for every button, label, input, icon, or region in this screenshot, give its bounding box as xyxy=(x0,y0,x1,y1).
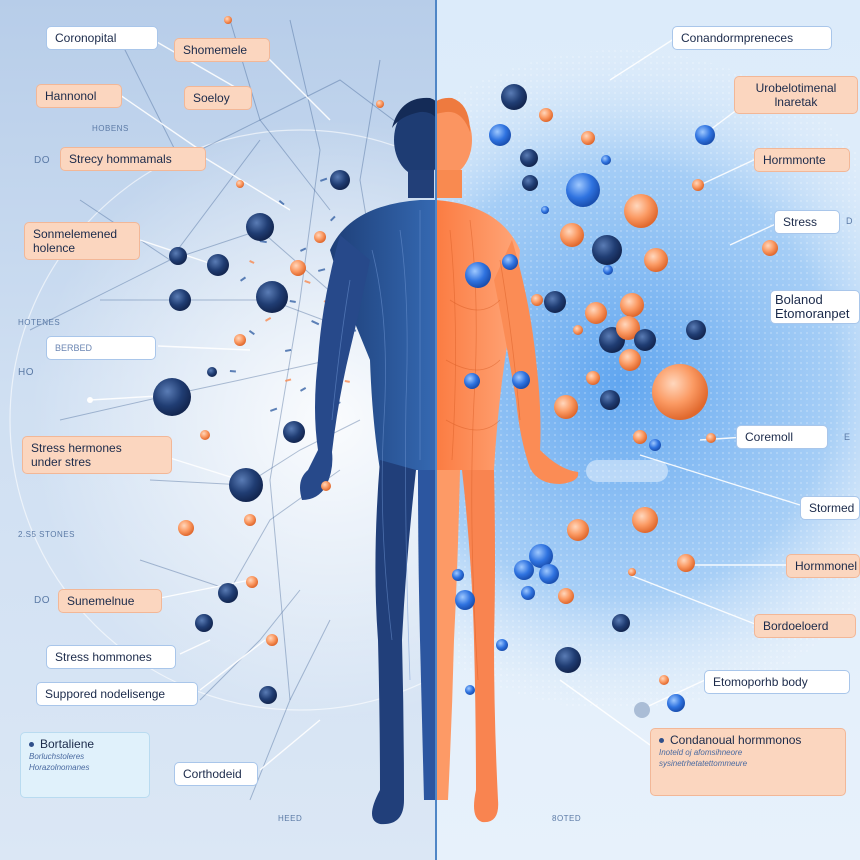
label-heed: HEED xyxy=(278,814,303,823)
label-stress-hermones-line1: Stress hermones xyxy=(31,441,122,455)
label-stress-hermones-line2: under stres xyxy=(31,455,92,469)
label-bordoeloerd: Bordoeloerd xyxy=(754,614,856,638)
info-card-condanoual-title-text: Condanoual hormmonos xyxy=(670,733,802,747)
label-hobens: HOBENS xyxy=(92,124,129,133)
right-highlight-bar xyxy=(586,460,668,482)
label-sunemelnue: Sunemelnue xyxy=(58,589,162,613)
label-stormed: Stormed xyxy=(800,496,860,520)
label-strecy-hommamals: Strecy hommamals xyxy=(60,147,206,171)
info-card-bortaliene-sub1: Borluchstoleres xyxy=(29,752,85,761)
label-urobelotimenal: Urobelotimenal lnaretak xyxy=(734,76,858,114)
label-shomemele: Shomemele xyxy=(174,38,270,62)
left-body-figure xyxy=(300,97,436,825)
label-hormmonte: Hormmonte xyxy=(754,148,850,172)
label-do-bottom: DO xyxy=(34,595,50,606)
label-etomoporhb-body: Etomoporhb body xyxy=(704,670,850,694)
label-stress: Stress xyxy=(774,210,840,234)
label-8oted: 8OTED xyxy=(552,814,582,823)
label-ho: HO xyxy=(18,367,34,378)
label-stress-hommones: Stress hommones xyxy=(46,645,176,669)
label-sonmelemened: Sonmelemened holence xyxy=(24,222,140,260)
label-bolanod-line2: Etomoranpet xyxy=(775,306,850,321)
label-stones: 2.S5 STONES xyxy=(18,530,75,539)
label-hannonol: Hannonol xyxy=(36,84,122,108)
label-d-edge: D xyxy=(846,216,853,226)
info-card-bortaliene-title-text: Bortaliene xyxy=(40,737,95,751)
label-suppored-nodelisenge: Suppored nodelisenge xyxy=(36,682,198,706)
label-urobelotimenal-line2: lnaretak xyxy=(774,95,818,109)
info-card-condanoual-sub1: Inoteld oj afomsihneore xyxy=(659,748,743,757)
label-do-top: DO xyxy=(34,155,50,166)
right-hormone-balls xyxy=(452,84,778,718)
label-berbed: BERBED xyxy=(46,336,156,360)
label-sonmelemened-line1: Sonmelemened xyxy=(33,227,118,241)
left-network-lines xyxy=(29,19,421,801)
info-card-condanoual-sub2: sysinetrhetatettommeure xyxy=(659,759,748,768)
label-conandormpreneces: Conandormpreneces xyxy=(672,26,832,50)
label-leader-lines xyxy=(89,34,801,771)
left-hormone-balls xyxy=(87,16,384,704)
label-e-edge: E xyxy=(844,432,851,442)
right-body-figure xyxy=(436,97,579,823)
label-bolanod-line1: Bolanod xyxy=(775,292,823,307)
label-bolanod: Bolanod Etomoranpet xyxy=(770,290,860,324)
info-card-bortaliene-sub2: Horazolnomanes xyxy=(29,763,90,772)
label-hormmonel: Hormmonel xyxy=(786,554,860,578)
info-card-bortaliene-title: Bortaliene xyxy=(29,737,141,751)
label-coronopital: Coronopital xyxy=(46,26,158,50)
label-soeloy: Soeloy xyxy=(184,86,252,110)
center-divider xyxy=(435,0,437,860)
label-stress-hermones: Stress hermones under stres xyxy=(22,436,172,474)
info-card-condanoual: Condanoual hormmonos Inoteld oj afomsihn… xyxy=(650,728,846,796)
left-outline-disc xyxy=(9,129,436,711)
label-corthodeid: Corthodeid xyxy=(174,762,258,786)
label-sonmelemened-line2: holence xyxy=(33,241,76,255)
label-hotenes: HOTENES xyxy=(18,318,61,327)
info-card-bortaliene: Bortaliene Borluchstoleres Horazolnomane… xyxy=(20,732,150,798)
label-urobelotimenal-line1: Urobelotimenal xyxy=(755,81,837,95)
label-coremoll: Coremoll xyxy=(736,425,828,449)
info-card-condanoual-title: Condanoual hormmonos xyxy=(659,733,837,747)
